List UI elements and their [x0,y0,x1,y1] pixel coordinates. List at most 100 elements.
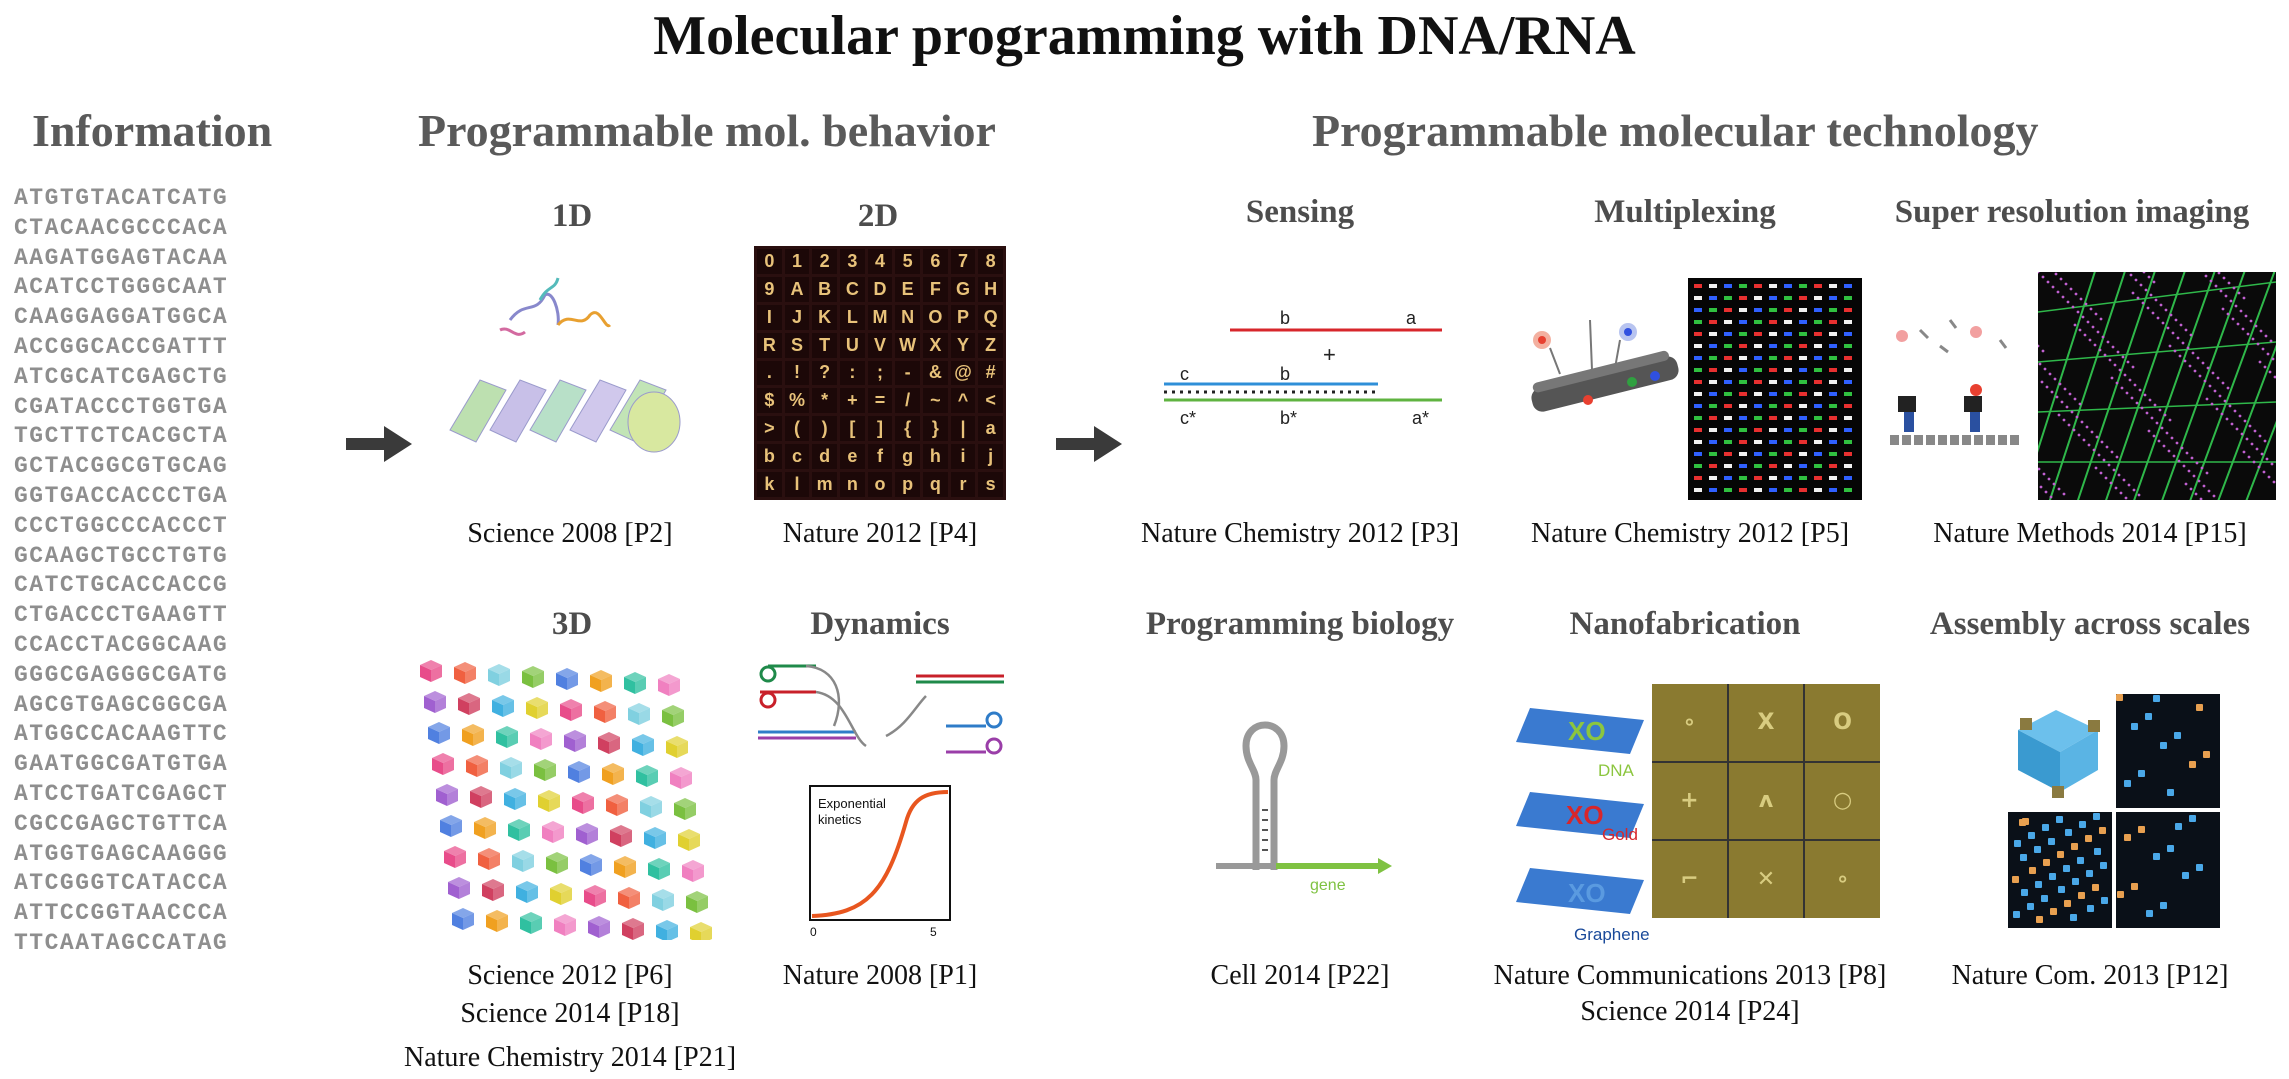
fluorescence-speck [2217,272,2221,275]
dna-brick-shape [632,734,654,756]
barcode-dot [1799,488,1807,492]
sequence-line: ATCCTGATCGAGCT [14,780,229,807]
assembly-particle [2035,881,2042,888]
assembly-particle [2020,854,2027,861]
barcode-dot [1709,332,1717,336]
tile-glyph: 9 [757,276,782,302]
dna-brick-shape [648,858,670,880]
fluorescence-speck [2221,381,2225,385]
micrograph-tile: + [1652,762,1727,840]
label-b-top: b [1280,308,1290,328]
tile-glyph: n [839,472,865,497]
assembly-particle [2070,914,2077,921]
sequence-line: CTGACCCTGAAGTT [14,602,229,629]
fluorescence-speck [2124,496,2128,500]
tile-glyph: q [922,472,948,497]
fluorescence-speck [2247,455,2251,459]
tile-glyph: } [922,416,948,442]
tile-glyph: U [839,332,865,358]
fluorescence-speck [2192,474,2196,478]
tile-glyph: a [978,416,1003,442]
barcode-dot [1694,296,1702,300]
fluorescence-speck [2166,326,2170,330]
barcode-dot [1784,488,1792,492]
dna-brick-shape [588,916,610,938]
tile-glyph: 0 [757,249,782,274]
fluorescence-speck [2185,451,2189,455]
barcode-dot [1769,356,1777,360]
fluorescence-speck [2083,333,2087,337]
dna-brick-shape [440,815,462,837]
dna-brick-shape [628,703,650,725]
panel-3d-citation-2: Science 2014 [P18] [460,998,680,1029]
barcode-dot [1769,476,1777,480]
assembly-particle [2063,865,2070,872]
fluorescence-speck [2136,296,2140,300]
dna-brick-shape [530,728,552,750]
barcode-dot [1769,380,1777,384]
fluorescence-speck [2085,425,2089,429]
sequence-line: ACATCCTGGGCAAT [14,274,229,301]
fluorescence-speck [2131,365,2135,369]
dna-brick-shape [560,699,582,721]
barcode-dot [1844,404,1852,408]
fluorescence-speck [2202,484,2206,488]
fluorescence-speck [2273,375,2276,379]
barcode-dot [1754,368,1762,372]
fluorescence-speck [2251,337,2255,341]
barcode-dot [1724,404,1732,408]
fluorescence-speck [2078,402,2082,406]
fluorescence-speck [2138,388,2142,392]
barcode-dot [1784,308,1792,312]
fluorescence-speck [2107,463,2111,467]
panel-nanofab-title: Nanofabrication [1569,606,1801,642]
fluorescence-speck [2199,497,2203,500]
dna-brick-shape [488,664,510,686]
barcode-dot [1724,308,1732,312]
assembly-micrograph-grid [2008,694,2220,928]
fluorescence-speck [2129,273,2133,277]
micrograph-tile: ∘ [1652,684,1727,761]
fluorescence-speck [2168,418,2172,422]
barcode-dot [1769,284,1777,288]
arrow-right-icon [346,426,412,462]
tile-glyph: g [895,444,920,470]
fluorescence-speck [2040,380,2044,384]
assembly-particle [2050,908,2057,915]
assembly-particle [2043,859,2050,866]
fluorescence-speck [2265,457,2269,461]
panel-superres-citation: Nature Methods 2014 [P15] [1933,518,2247,549]
fluorescence-speck [2256,342,2260,346]
fluorescence-speck [2215,407,2219,411]
fluorescence-speck [2255,447,2259,451]
tile-glyph: : [839,360,865,386]
barcode-dot [1784,332,1792,336]
barcode-dot [1814,296,1822,300]
dna-brick-shape [478,848,500,870]
barcode-dot [1739,344,1747,348]
barcode-dot [1739,476,1747,480]
assembly-particle [2138,770,2145,777]
barcode-dot [1724,428,1732,432]
fluorescence-speck [2272,480,2276,484]
dna-brick-shape [508,819,530,841]
barcode-dot [1829,332,1837,336]
barcode-dot [1814,320,1822,324]
fluorescence-speck [2068,392,2072,396]
barcode-dot [1799,332,1807,336]
dna-brick-shape [522,666,544,688]
sequence-line: TTCAATAGCCATAG [14,929,229,956]
fluorescence-speck [2117,473,2121,477]
dna-brick-shape [556,668,578,690]
sequence-line: CCCTGGCCCACCCT [14,512,229,539]
fluorescence-speck [2152,434,2156,438]
tile-glyph: % [784,388,810,414]
strand-displacement-diagram: b a + c b c* b* a* [1164,308,1442,428]
tile-glyph: X [922,332,948,358]
fluorescence-speck [2125,391,2129,395]
barcode-dot [1814,464,1822,468]
barcode-dot [1814,308,1822,312]
tile-glyph: I [757,304,782,330]
fluorescence-speck [2212,494,2216,498]
tile-glyph: $ [757,388,782,414]
